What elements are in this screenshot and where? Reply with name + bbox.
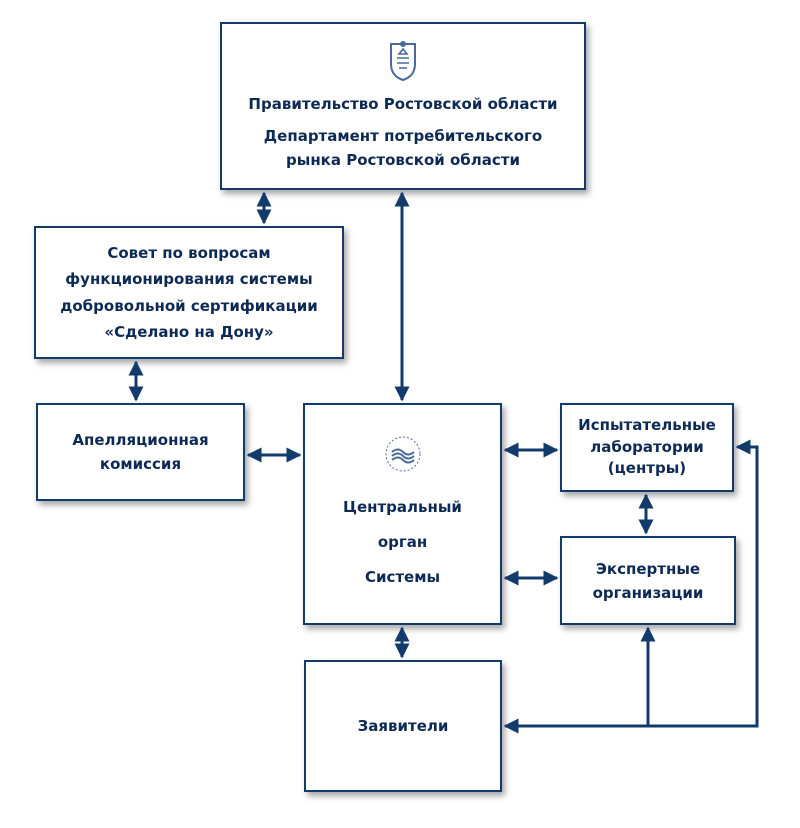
department-name: Департамент потребительского рынка Росто… xyxy=(263,127,543,169)
arrow-applicants-labs xyxy=(648,439,759,728)
appeal-box: Апелляционная комиссия xyxy=(36,403,245,501)
arrow-applicants-experts xyxy=(503,626,656,734)
central-line-1: Центральный xyxy=(343,498,462,516)
council-name: Совет по вопросам функционирования систе… xyxy=(60,244,318,341)
experts-name: Экспертные организации xyxy=(592,559,704,602)
appeal-name: Апелляционная комиссия xyxy=(72,431,209,473)
council-box: Совет по вопросам функционирования систе… xyxy=(34,226,344,359)
applicants-name: Заявители xyxy=(357,717,449,735)
labs-box: Испытательные лаборатории (центры) xyxy=(560,403,734,492)
labs-name: Испытательные лаборатории (центры) xyxy=(578,415,716,478)
central-box: Центральный орган Системы xyxy=(303,403,502,625)
experts-box: Экспертные организации xyxy=(560,536,736,625)
made-on-don-logo-icon xyxy=(385,436,420,472)
government-box: Правительство Ростовской области Департа… xyxy=(220,22,586,190)
central-line-2: орган xyxy=(377,533,428,551)
central-line-3: Системы xyxy=(364,568,441,586)
coat-of-arms-icon xyxy=(390,41,416,82)
government-name: Правительство Ростовской области xyxy=(248,95,558,113)
applicants-box: Заявители xyxy=(304,660,502,792)
